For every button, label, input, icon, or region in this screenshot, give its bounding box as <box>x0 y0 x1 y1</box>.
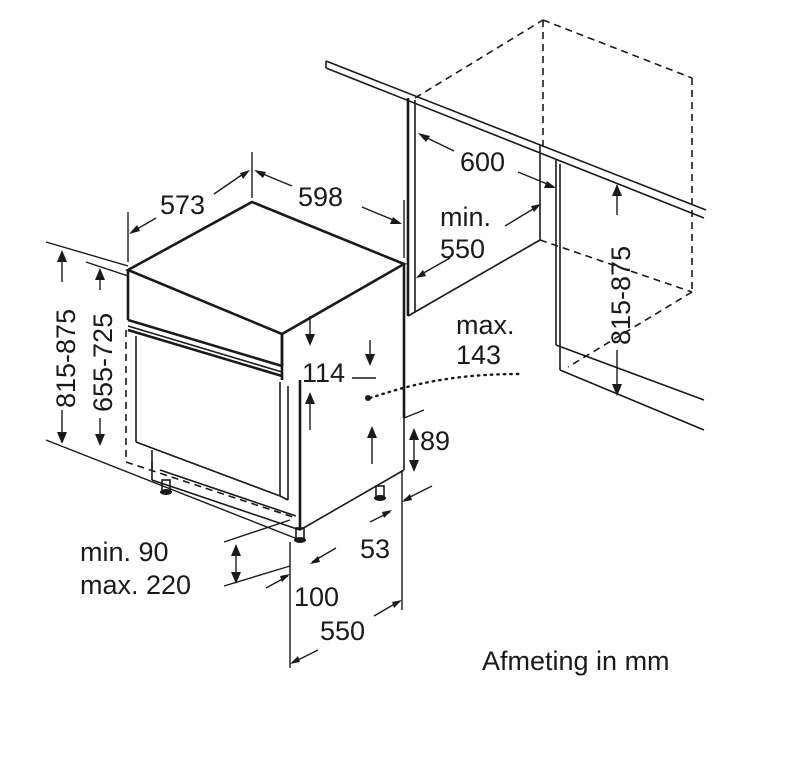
foot-100-label: 100 <box>294 582 339 612</box>
panel-114-label: 114 <box>302 358 345 388</box>
plinth-89-label: 89 <box>420 426 450 456</box>
foot-53-label: 53 <box>360 534 390 564</box>
depth-573-dimension: 573 <box>127 170 250 262</box>
base-depth-550-dimension: 550 <box>290 470 403 664</box>
depth-573-label: 573 <box>160 190 205 220</box>
niche-depth-min-label: min. <box>440 202 491 232</box>
niche-depth-min-value: 550 <box>440 234 485 264</box>
appliance-inner-height-dimension: 655-725 <box>85 261 129 446</box>
width-598-dimension: 598 <box>251 152 405 258</box>
niche-width-dimension: 600 <box>418 133 556 188</box>
plinth-89-dimension: 89 <box>403 409 450 472</box>
units-caption: Afmeting in mm <box>482 646 670 676</box>
appliance-inner-height-label: 655-725 <box>88 313 118 412</box>
niche-width-label: 600 <box>460 147 505 177</box>
appliance-height-dimension: 815-875 <box>45 241 301 541</box>
dishwasher-body <box>125 200 407 543</box>
width-598-label: 598 <box>298 182 343 212</box>
plinth-min-label: min. 90 <box>80 537 169 567</box>
niche-height-label: 815-875 <box>606 246 636 345</box>
plinth-height-dimension: min. 90 max. 220 <box>80 519 291 600</box>
appliance-height-label: 815-875 <box>51 309 81 408</box>
base-depth-550-label: 550 <box>320 616 365 646</box>
foot-100-dimension: 100 <box>265 542 339 668</box>
foot-53-dimension: 53 <box>360 485 433 564</box>
niche-outline <box>325 19 707 431</box>
plinth-max-label: max. 220 <box>80 570 191 600</box>
panel-114-dimension: 114 <box>302 316 377 464</box>
max-label: max. <box>456 310 515 340</box>
niche-height-dimension: 815-875 <box>606 184 636 396</box>
niche-depth-dimension: min. 550 <box>416 202 541 278</box>
max-143-callout: max. 143 <box>365 310 522 401</box>
max-value: 143 <box>456 340 501 370</box>
